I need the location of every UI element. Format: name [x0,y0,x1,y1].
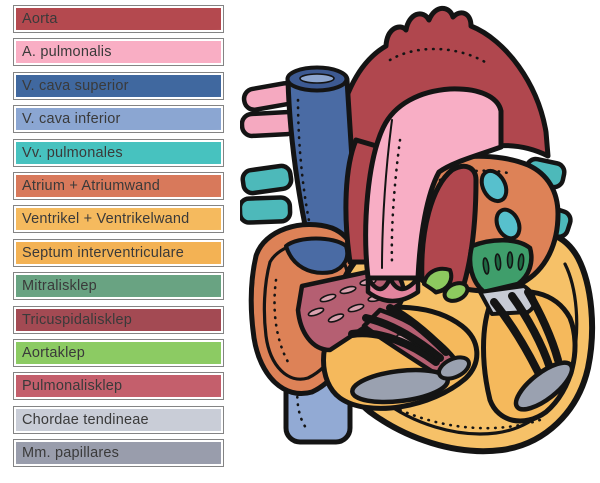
legend-box-aortaklep[interactable]: Aortaklep [13,338,224,367]
legend-label: V. cava inferior [22,111,121,128]
atrium-texture-dots [273,278,290,364]
legend-box-vv-pulmonales[interactable]: Vv. pulmonales [13,138,224,167]
svc-into-atrium [284,236,350,275]
legend-box-tricuspidalisklep[interactable]: Tricuspidalisklep [13,305,224,334]
chorda-tendinea [349,331,439,365]
mitral-valve-slot [506,251,514,269]
legend-box-aorta[interactable]: Aorta [13,5,224,33]
legend-box-mm-papillares[interactable]: Mm. papillares [13,439,224,468]
legend-box-septum[interactable]: Septum interventriculare [13,238,224,267]
pulmonary-vein-stub [240,195,293,225]
pulmonary-trunk [363,86,504,281]
left-ventricle-chordae [478,284,575,412]
mitral-valve-slot [482,257,490,275]
legend-box-v-cava-inferior[interactable]: V. cava inferior [13,105,224,134]
legend-swatch: Mitralisklep [16,275,221,298]
ivc-texture-dots [295,380,308,430]
legend-box-chordae-tendineae[interactable]: Chordae tendineae [13,405,224,434]
pulmonary-valve [365,275,421,304]
legend-swatch: Atrium + Atriumwand [16,174,221,197]
legend-box-v-cava-superior[interactable]: V. cava superior [13,71,224,100]
legend-swatch: V. cava inferior [16,108,221,131]
tricuspid-slot [319,293,337,303]
legend-swatch: A. pulmonalis [16,41,221,64]
legend-label: V. cava superior [22,77,129,94]
legend-label: Atrium + Atriumwand [22,177,160,194]
papillary-muscle [513,360,575,412]
pulmonary-vein-opening [494,207,522,241]
papillary-muscle [437,355,471,381]
legend-swatch: Pulmonalisklep [16,375,221,398]
legend-label: Ventrikel + Ventrikelwand [22,211,190,228]
chorda-tendinea [491,299,541,375]
legend-label: Aorta [22,11,58,27]
chorda-tendinea [387,305,449,355]
legend: Aorta A. pulmonalis V. cava superior V. … [13,5,224,468]
legend-label: Mitralisklep [22,278,97,295]
legend-swatch: Mm. papillares [16,442,221,465]
legend-swatch: Aorta [16,8,221,30]
legend-label: Chordae tendineae [22,411,149,428]
legend-box-mitralisklep[interactable]: Mitralisklep [13,272,224,301]
legend-swatch: Aortaklep [16,341,221,364]
legend-box-ventrikel[interactable]: Ventrikel + Ventrikelwand [13,205,224,234]
legend-box-a-pulmonalis[interactable]: A. pulmonalis [13,38,224,67]
pulmonary-trunk-dots [390,138,402,264]
mitral-valve-slot [494,253,502,271]
pulmonary-vein-opening [479,168,509,204]
svc-texture-dots [296,98,314,237]
pulmonary-vein-stub [240,163,294,196]
legend-label: A. pulmonalis [22,44,112,61]
tricuspid-slot [307,307,325,317]
heart-illustration [240,5,596,455]
legend-swatch: Vv. pulmonales [16,141,221,164]
legend-label: Pulmonalisklep [22,378,123,395]
legend-swatch: Ventrikel + Ventrikelwand [16,208,221,231]
legend-swatch: Septum interventriculare [16,241,221,264]
legend-box-pulmonalisklep[interactable]: Pulmonalisklep [13,372,224,401]
legend-swatch: V. cava superior [16,74,221,97]
legend-label: Mm. papillares [22,445,120,462]
chorda-tendinea [363,315,443,361]
chorda-tendinea [525,289,561,363]
tricuspid-slot [347,303,365,313]
legend-swatch: Chordae tendineae [16,408,221,431]
tricuspid-slot [327,313,345,323]
svc-lumen [299,73,335,84]
aortic-valve [422,266,454,294]
mitral-valve-slot [517,253,525,271]
legend-label: Tricuspidalisklep [22,311,133,328]
pulmonary-trunk-inner-line [381,119,393,269]
right-ventricle-chordae [348,304,471,405]
chorda-tendinea [509,293,553,371]
legend-box-atrium[interactable]: Atrium + Atriumwand [13,171,224,200]
tricuspid-slot [339,285,357,295]
legend-label: Septum interventriculare [22,244,184,261]
legend-label: Vv. pulmonales [22,144,123,161]
aortic-valve-cusp [442,281,470,303]
legend-label: Aortaklep [22,344,86,361]
legend-swatch: Tricuspidalisklep [16,308,221,331]
